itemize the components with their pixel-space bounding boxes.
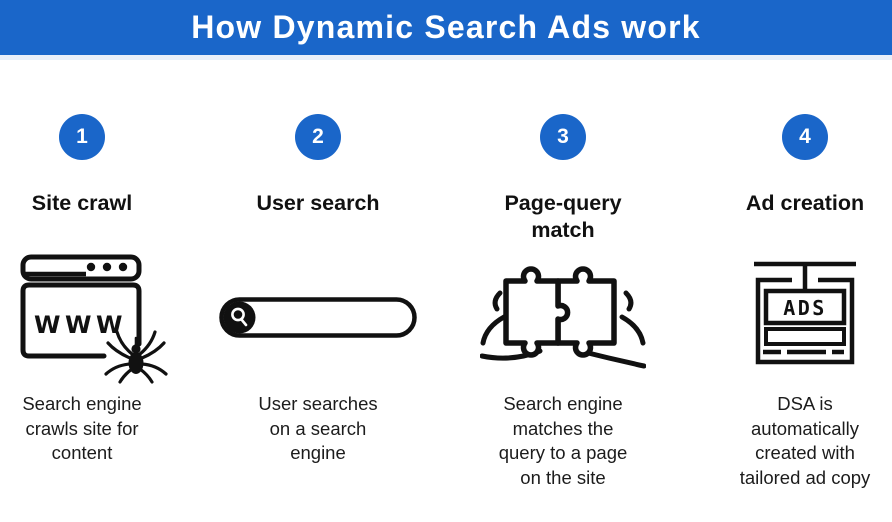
step-column-page-query-match: 3 Page-query match Search engine matche bbox=[453, 60, 673, 490]
step-column-user-search: 2 User search User searches on a search … bbox=[208, 60, 428, 466]
step-title: Site crawl bbox=[31, 191, 133, 215]
ads-page-icon: ADS bbox=[754, 261, 856, 365]
www-label: WWW bbox=[34, 311, 127, 339]
puzzle-pieces-icon bbox=[480, 266, 646, 369]
page-title: How Dynamic Search Ads work bbox=[191, 9, 701, 45]
search-bar-icon bbox=[219, 297, 417, 338]
puzzle-piece-right bbox=[555, 266, 617, 358]
step-number-badge: 4 bbox=[782, 114, 828, 160]
step-title: Ad creation bbox=[745, 191, 865, 215]
step-description: DSA is automatically created with tailor… bbox=[739, 393, 871, 488]
step-description: Search engine matches the query to a pag… bbox=[498, 393, 628, 488]
spider-icon bbox=[104, 330, 168, 384]
step-column-ad-creation: 4 Ad creation ADS DSA is automatically c… bbox=[695, 60, 892, 490]
step-number-badge: 2 bbox=[295, 114, 341, 160]
step-column-site-crawl: 1 Site crawl WWW bbox=[0, 60, 192, 466]
browser-spider-icon: WWW bbox=[20, 254, 168, 384]
step-number-badge: 1 bbox=[59, 114, 105, 160]
step-icon-box bbox=[453, 252, 673, 384]
step-description: Search engine crawls site for content bbox=[22, 393, 142, 464]
step-icon-box: WWW bbox=[0, 252, 192, 384]
ads-label: ADS bbox=[783, 296, 827, 320]
puzzle-piece-left bbox=[503, 266, 571, 358]
steps-area: 1 Site crawl WWW bbox=[0, 60, 892, 522]
step-number-badge: 3 bbox=[540, 114, 586, 160]
magnifier-icon bbox=[231, 307, 248, 327]
step-title: User search bbox=[256, 191, 380, 215]
step-title: Page-query match bbox=[504, 191, 622, 243]
step-icon-box bbox=[208, 252, 428, 384]
browser-window-icon: WWW bbox=[20, 254, 142, 359]
title-banner: How Dynamic Search Ads work bbox=[0, 0, 892, 55]
divider-strip bbox=[0, 55, 892, 60]
step-description: User searches on a search engine bbox=[258, 393, 378, 464]
step-icon-box: ADS bbox=[695, 252, 892, 384]
